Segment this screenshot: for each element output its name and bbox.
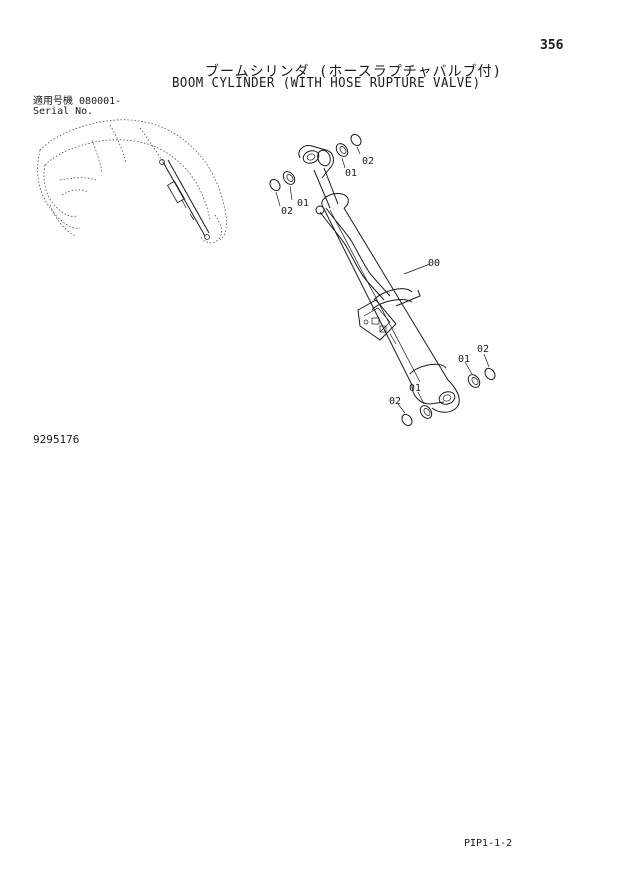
callout-bottom-bushing-left: 01 — [409, 383, 421, 394]
page-number: 356 — [540, 38, 564, 53]
serial-value: 080001- — [79, 96, 122, 107]
boom-cylinder — [298, 145, 460, 413]
machine-overview-thumbnail — [37, 119, 227, 244]
serial-block: 適用号機 080001- Serial No. — [33, 97, 121, 117]
serial-label-japanese-row: 適用号機 080001- — [33, 97, 121, 107]
callout-top-bushing: 01 — [297, 198, 309, 209]
callout-bottom-seal-left: 02 — [389, 396, 401, 407]
callout-bottom-bushing-right: 01 — [458, 354, 470, 365]
callout-top-seal-right: 02 — [362, 156, 374, 167]
title-japanese: ブームシリンダ (ホースラプチャバルブ付) — [205, 64, 503, 80]
callout-cylinder: 00 — [428, 258, 440, 269]
drawing-number: 9295176 — [33, 433, 80, 446]
serial-label-japanese: 適用号機 — [33, 96, 73, 107]
leader-lines — [275, 146, 490, 414]
serial-label-english: Serial No. — [33, 106, 94, 117]
callout-top-seal-left: 02 — [281, 206, 293, 217]
callout-bottom-seal-right: 02 — [477, 344, 489, 355]
title-english: BOOM CYLINDER (WITH HOSE RUPTURE VALVE) — [172, 76, 481, 91]
callout-top-bushing-left: 01 — [345, 168, 357, 179]
bushings-and-seals — [269, 133, 496, 427]
page-reference: PIP1-1-2 — [464, 838, 513, 849]
